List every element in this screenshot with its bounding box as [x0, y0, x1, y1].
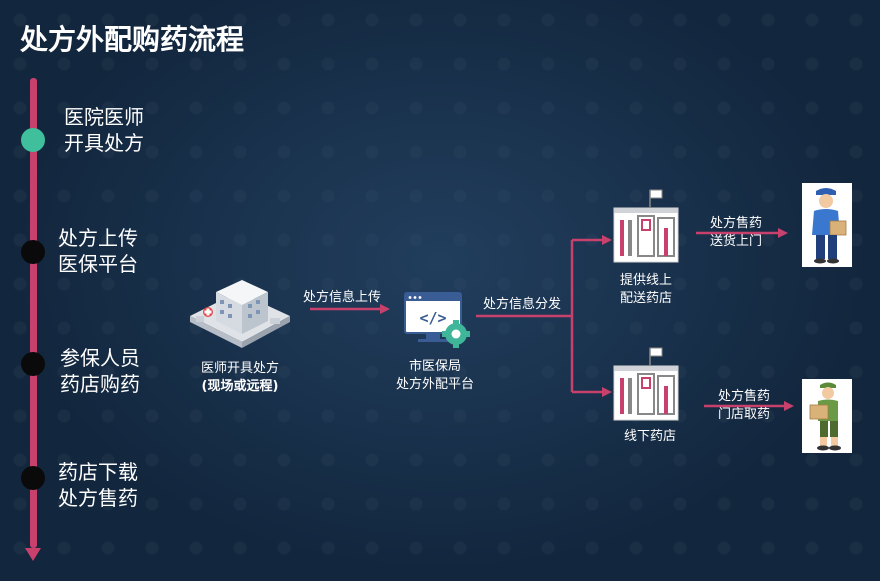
hospital-label-line: (现场或远程) — [201, 379, 279, 394]
step-line: 医保平台 — [58, 252, 138, 276]
timeline-bar — [30, 78, 37, 548]
pickup-arrow-label: 处方售药 — [702, 389, 786, 405]
delivery-arrow-label-2: 送货上门 — [694, 234, 778, 250]
online-pharmacy-store-icon — [613, 189, 679, 263]
timeline-step-prescribe: 医院医师 开具处方 — [58, 104, 150, 156]
step-line: 药店下载 — [58, 460, 138, 484]
online-store-label: 提供线上 配送药店 — [596, 272, 696, 308]
delivery-label-line: 处方售药 — [709, 216, 762, 231]
timeline-dot — [21, 352, 45, 376]
online-store-label-line: 提供线上 — [619, 273, 672, 288]
pickup-label-line: 处方售药 — [717, 389, 770, 404]
svg-text:</>: </> — [419, 309, 446, 327]
pickup-arrow-icon — [704, 401, 794, 411]
step-line: 处方售药 — [58, 486, 138, 510]
timeline-step-upload: 处方上传 医保平台 — [52, 225, 144, 277]
delivery-arrow-icon — [696, 228, 788, 238]
timeline-dot — [21, 240, 45, 264]
hospital-building-icon — [190, 280, 290, 348]
platform-label-line: 市医保局 — [408, 359, 461, 374]
step-line: 医院医师 — [64, 105, 144, 129]
step-line: 开具处方 — [64, 131, 144, 155]
delivery-label-line: 送货上门 — [709, 234, 762, 249]
offline-store-label: 线下药店 — [623, 429, 676, 444]
distribute-branch-arrows — [476, 235, 612, 397]
platform-label: 市医保局 处方外配平台 — [380, 358, 490, 394]
timeline-step-purchase: 参保人员 药店购药 — [54, 345, 146, 397]
offline-pharmacy-store-icon — [613, 347, 679, 421]
step-line: 参保人员 — [60, 346, 140, 370]
step-line: 处方上传 — [58, 226, 138, 250]
delivery-courier-icon — [812, 188, 847, 264]
page-title: 处方外配购药流程 — [20, 23, 245, 56]
hospital-label: 医师开具处方 (现场或远程) — [185, 360, 295, 396]
distribute-arrow-label: 处方信息分发 — [482, 297, 561, 312]
delivery-courier-image — [802, 183, 852, 267]
timeline-dot — [21, 466, 45, 490]
delivery-arrow-label: 处方售药 — [694, 216, 778, 232]
upload-arrow-icon — [310, 304, 390, 314]
platform-code-icon: </> — [404, 292, 470, 348]
online-store-label-line: 配送药店 — [619, 291, 672, 306]
upload-arrow-label: 处方信息上传 — [302, 290, 381, 305]
pickup-courier-icon — [809, 382, 841, 451]
pickup-courier-image — [802, 379, 852, 453]
pickup-arrow-label-2: 门店取药 — [702, 407, 786, 423]
pickup-label-line: 门店取药 — [717, 407, 770, 422]
hospital-label-line: 医师开具处方 — [200, 361, 279, 376]
step-line: 药店购药 — [60, 372, 140, 396]
timeline-step-sell: 药店下载 处方售药 — [52, 459, 144, 511]
timeline-dot-active — [21, 128, 45, 152]
platform-label-line: 处方外配平台 — [395, 377, 474, 392]
timeline-arrow-icon — [25, 548, 41, 561]
